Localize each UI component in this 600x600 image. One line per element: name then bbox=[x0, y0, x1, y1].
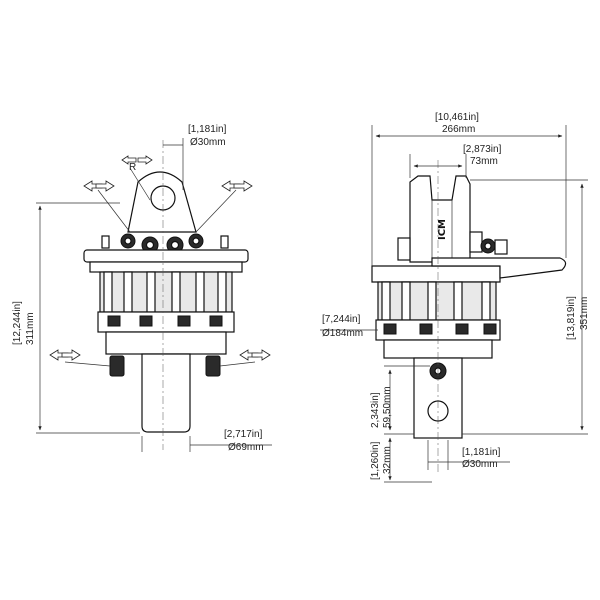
side-mount-in: [2,873in] bbox=[463, 144, 502, 155]
front-top-flange-lower bbox=[89, 261, 243, 273]
front-radius-label: R bbox=[129, 162, 136, 173]
side-bottom-pin-in: [1,181in] bbox=[462, 447, 501, 458]
front-side-ports bbox=[109, 355, 221, 377]
side-view: ICM bbox=[320, 112, 590, 483]
front-hydraulic-fittings bbox=[101, 233, 229, 254]
side-height-in: [13,819in] bbox=[566, 296, 577, 340]
side-bottom-pin-mm: Ø30mm bbox=[462, 459, 498, 470]
side-body-bolts bbox=[377, 281, 497, 321]
front-height-mm: 311mm bbox=[25, 312, 36, 345]
front-top-pin-mm: Ø30mm bbox=[190, 137, 226, 148]
side-body-in: [7,244in] bbox=[322, 314, 361, 325]
front-top-pin-in: [1,181in] bbox=[188, 124, 227, 135]
side-logo: ICM bbox=[437, 219, 448, 240]
front-height-in: [12,244in] bbox=[12, 301, 23, 345]
front-bottom-plate bbox=[105, 331, 227, 355]
side-pin-offset-mm: 59,50mm bbox=[382, 386, 393, 428]
front-shaft-mm: Ø69mm bbox=[228, 442, 264, 453]
front-output-shaft bbox=[141, 353, 191, 433]
side-mount-mm: 73mm bbox=[470, 156, 498, 167]
rotation-arrows bbox=[49, 155, 271, 367]
front-body-bolts bbox=[99, 271, 233, 313]
front-top-flange bbox=[83, 249, 249, 263]
side-top-flange bbox=[371, 265, 501, 283]
side-pin-offset-in: 2,343in] bbox=[370, 392, 381, 428]
front-view: [1,181in] Ø30mm R [12,244in] 311mm [2,71… bbox=[12, 124, 272, 453]
side-width-in: [10,461in] bbox=[435, 112, 479, 123]
side-housing-lugs bbox=[383, 323, 497, 335]
side-height-mm: 351mm bbox=[579, 297, 590, 330]
side-bottom-in: [1,260in] bbox=[370, 441, 381, 480]
side-arm bbox=[431, 257, 567, 279]
side-bottom-mm: 32mm bbox=[382, 446, 393, 474]
front-shaft-in: [2,717in] bbox=[224, 429, 263, 440]
side-width-mm: 266mm bbox=[442, 124, 475, 135]
front-housing-lugs bbox=[107, 315, 223, 327]
side-hydraulic-fittings bbox=[397, 231, 508, 261]
side-body-mm: Ø184mm bbox=[322, 328, 363, 339]
